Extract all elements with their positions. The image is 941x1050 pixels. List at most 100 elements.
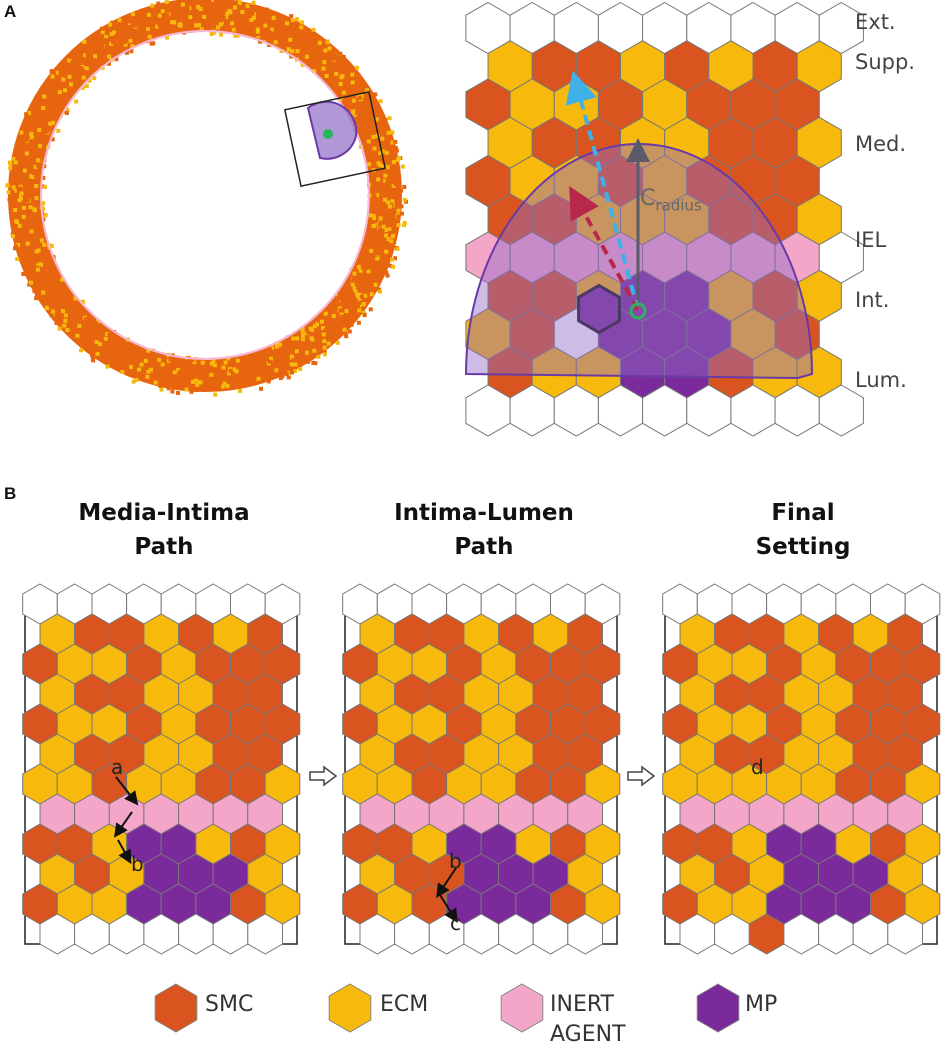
vessel-cell (221, 15, 226, 20)
vessel-cell (363, 265, 368, 270)
process-arrow-2 (627, 765, 656, 787)
vessel-cell (219, 32, 224, 37)
layer-label-iel: IEL (855, 228, 887, 252)
vessel-cell (378, 118, 383, 122)
vessel-cell (41, 106, 46, 111)
vessel-cell (209, 32, 214, 37)
vessel-cell (360, 294, 364, 299)
vessel-cell (79, 66, 84, 71)
vessel-cell (75, 76, 80, 81)
vessel-cell (27, 245, 32, 250)
vessel-cell (39, 238, 44, 243)
vessel-cell (93, 54, 97, 59)
vessel-cell (164, 356, 169, 360)
vessel-cell (182, 13, 187, 18)
vessel-cell (295, 49, 300, 54)
vessel-cell (38, 218, 43, 223)
vessel-cell (330, 319, 335, 324)
vessel-cell (112, 30, 116, 35)
vessel-cell (49, 243, 54, 248)
vessel-cell (357, 298, 362, 303)
vessel-cell (105, 31, 109, 35)
vessel-cell (195, 15, 200, 20)
vessel-cell (372, 194, 377, 199)
vessel-cell (192, 20, 197, 25)
vessel-cell (95, 47, 100, 51)
vessel-cell (16, 162, 21, 167)
vessel-cell (382, 203, 387, 208)
vessel-cell (11, 156, 16, 161)
vessel-cell (390, 199, 395, 204)
vessel-cell (35, 292, 39, 297)
legend-swatch-inert (500, 983, 544, 1033)
vessel-cell (343, 283, 348, 288)
vessel-cell (14, 244, 18, 249)
vessel-cell (361, 302, 366, 306)
vessel-cell (176, 371, 181, 376)
vessel-cell (275, 344, 279, 349)
grid-media-intima (22, 583, 301, 955)
layer-label-lum: Lum. (855, 368, 907, 392)
vessel-cell (37, 232, 42, 237)
vessel-cell (341, 54, 346, 59)
vessel-cell (338, 82, 343, 86)
vessel-cell (29, 131, 34, 136)
vessel-cell (387, 230, 392, 235)
vessel-cell (15, 220, 19, 224)
vessel-cell (212, 363, 217, 368)
vessel-cell (238, 388, 242, 393)
vessel-cell (219, 18, 224, 23)
vessel-cell (324, 322, 329, 327)
vessel-cell (391, 177, 395, 182)
vessel-cell (185, 6, 190, 11)
vessel-cell (315, 328, 320, 333)
vessel-cell (342, 98, 347, 103)
vessel-cell (100, 322, 105, 327)
vessel-cell (213, 392, 218, 397)
zoom-box (283, 91, 387, 187)
vessel-cell (384, 182, 389, 186)
vessel-cell (155, 24, 160, 29)
hex-cell (818, 384, 864, 437)
vessel-cell (375, 256, 380, 261)
vessel-cell (42, 184, 47, 189)
vessel-cell (297, 363, 302, 368)
vessel-cell (279, 22, 284, 27)
vessel-cell (205, 1, 210, 6)
vessel-cell (254, 15, 259, 20)
vessel-cell (35, 261, 40, 266)
vessel-cell (30, 142, 35, 147)
vessel-cell (45, 129, 49, 134)
vessel-cell (19, 191, 24, 196)
vessel-cell (402, 185, 407, 189)
vessel-cell (33, 244, 38, 249)
vessel-cell (326, 341, 331, 346)
vessel-cell (135, 13, 140, 18)
vessel-cell (377, 181, 382, 186)
vessel-cell (16, 242, 21, 247)
vessel-cell (307, 30, 312, 35)
vessel-cell (34, 227, 39, 232)
vessel-cell (274, 368, 279, 373)
vessel-cell (24, 144, 29, 149)
vessel-cell (174, 13, 179, 18)
vessel-cell (126, 38, 131, 42)
vessel-cell (249, 17, 254, 22)
vessel-cell (61, 77, 66, 82)
vessel-cell (347, 277, 352, 281)
vessel-cell (235, 33, 240, 38)
vessel-cell (90, 356, 95, 361)
vessel-cell (95, 334, 99, 339)
layer-label-med: Med. (855, 132, 907, 156)
vessel-cell (372, 156, 377, 161)
vessel-cell (194, 23, 199, 28)
vessel-cell (95, 37, 100, 42)
vessel-cell (378, 163, 383, 167)
vessel-cell (264, 7, 269, 12)
vessel-cell (369, 162, 374, 167)
vessel-cell (63, 318, 68, 323)
vessel-cell (111, 40, 116, 45)
vessel-cell (42, 242, 47, 247)
vessel-cell (43, 213, 48, 218)
